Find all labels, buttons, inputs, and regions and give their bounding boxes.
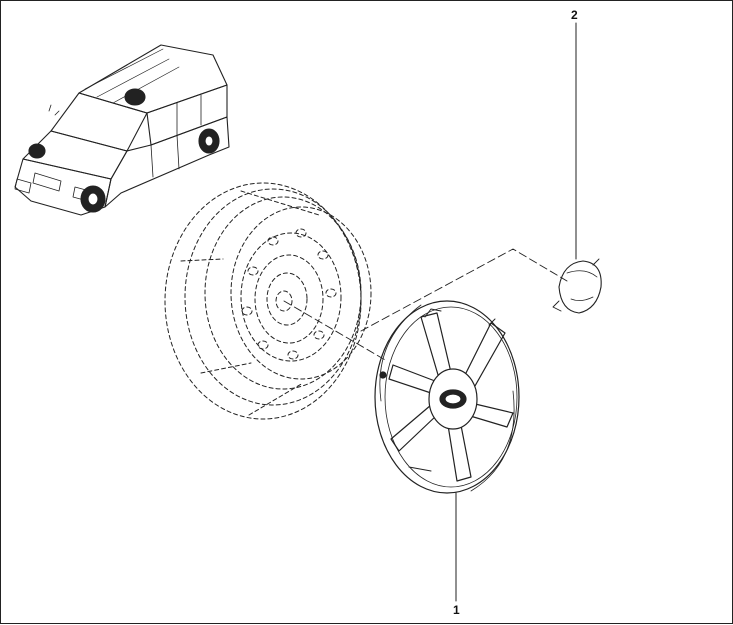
callout-1: 1 [453,603,460,617]
roof-rail [84,48,180,104]
car-grille [32,172,62,192]
car-roof [78,44,228,114]
center-cap-body [558,260,602,314]
axis-line-hub [283,300,388,362]
wheel-cover [374,300,520,494]
wheel-hub [266,272,308,326]
steel-wheel [164,182,372,420]
axis-line-cap [360,248,568,332]
callout-2: 2 [571,8,578,22]
car-illustration [14,44,230,216]
center-cap [552,258,602,314]
car-highlight-front [28,143,46,159]
callout-leaders [455,22,577,602]
car-side-body [104,116,230,208]
assembly-lines [283,248,568,362]
car-highlight-roof [124,88,146,106]
